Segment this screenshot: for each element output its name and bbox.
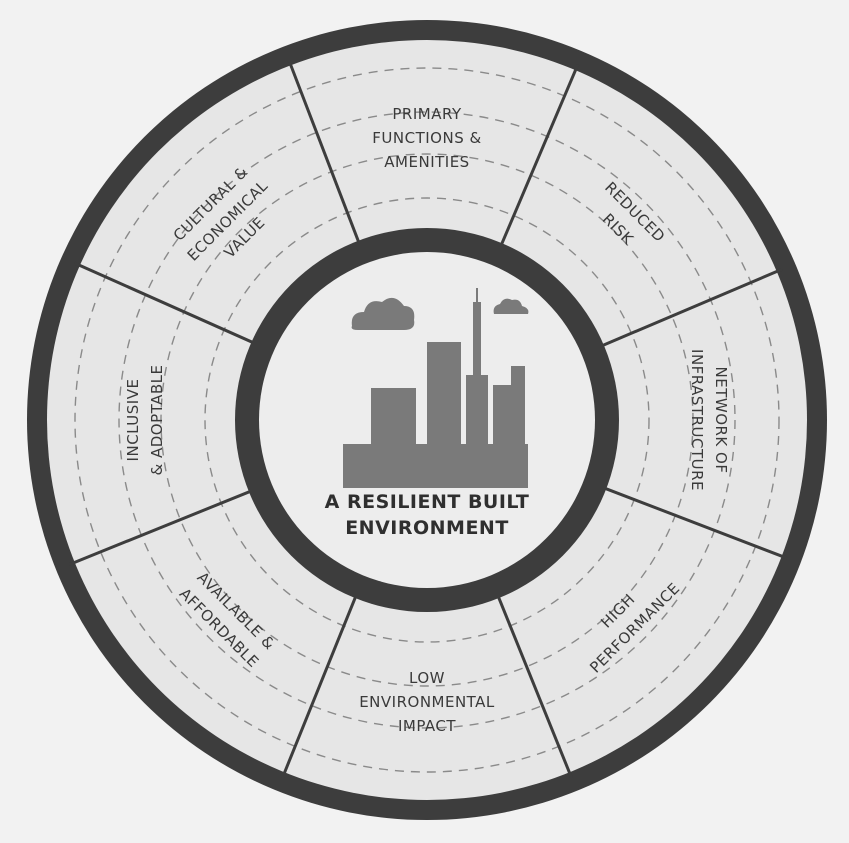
dashed-ring-2 xyxy=(160,153,694,687)
segment-network-of-infrastructure-line-2: INFRASTRUCTURE xyxy=(688,349,706,491)
segment-divider-5 xyxy=(494,590,573,779)
center-title-line2: ENVIRONMENT xyxy=(345,517,509,539)
dashed-ring-4 xyxy=(74,67,780,773)
segment-inclusive-adoptable: INCLUSIVE & ADOPTABLE xyxy=(124,364,166,475)
segment-low-environmental-impact-line-1: LOW xyxy=(409,669,445,687)
segment-network-of-infrastructure: NETWORK OF INFRASTRUCTURE xyxy=(688,349,730,491)
segment-inclusive-adoptable-line-1: INCLUSIVE xyxy=(124,379,142,462)
segment-primary-functions-line-3: AMENITIES xyxy=(384,153,469,171)
segment-divider-1 xyxy=(287,59,363,248)
segment-primary-functions: PRIMARY FUNCTIONS & AMENITIES xyxy=(372,105,481,171)
cloud-left-icon xyxy=(351,297,415,330)
dashed-guide-rings xyxy=(74,67,780,773)
segment-divider-2 xyxy=(497,64,580,251)
segment-divider-4 xyxy=(599,484,788,560)
dashed-ring-1 xyxy=(204,197,650,643)
center-title-line1: A RESILIENT BUILT xyxy=(325,491,530,513)
segment-low-environmental-impact-line-3: IMPACT xyxy=(398,717,456,735)
segment-divider-7 xyxy=(68,487,257,566)
segment-inclusive-adoptable-line-2: & ADOPTABLE xyxy=(148,364,166,475)
segment-divider-6 xyxy=(281,590,360,779)
segment-divider-8 xyxy=(73,261,259,347)
segment-low-environmental-impact-line-2: ENVIRONMENTAL xyxy=(359,693,495,711)
city-skyline-icon xyxy=(343,288,529,488)
segment-primary-functions-line-2: FUNCTIONS & xyxy=(372,129,481,147)
ground xyxy=(343,444,528,488)
segment-divider-3 xyxy=(596,267,783,350)
dashed-ring-3 xyxy=(118,111,736,729)
segment-network-of-infrastructure-line-1: NETWORK OF xyxy=(712,367,730,474)
segment-dividers xyxy=(68,59,788,779)
building-spire xyxy=(473,302,481,378)
building-spire-tip xyxy=(476,288,478,304)
cloud-right-icon xyxy=(493,298,529,314)
segment-low-environmental-impact: LOW ENVIRONMENTAL IMPACT xyxy=(359,669,495,735)
segment-primary-functions-line-1: PRIMARY xyxy=(392,105,462,123)
